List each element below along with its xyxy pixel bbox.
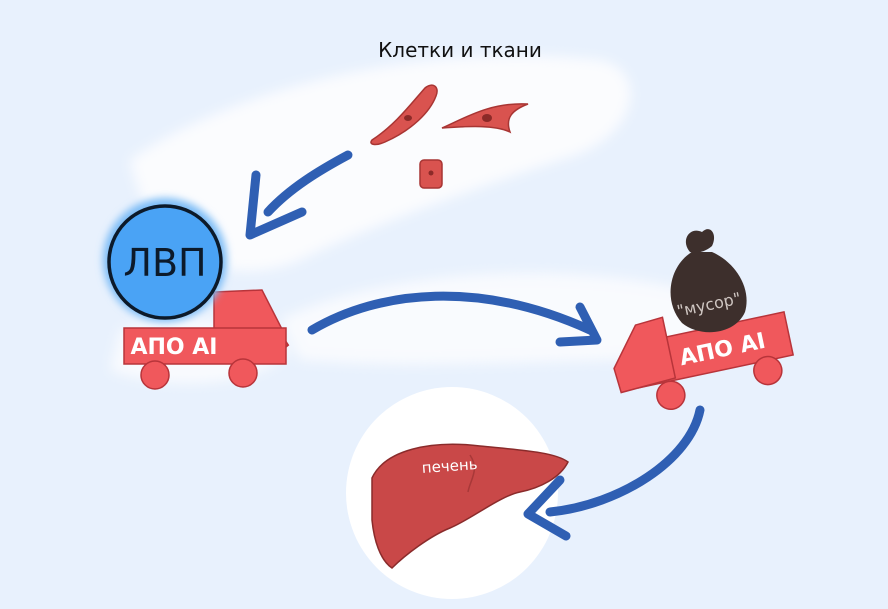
arrow-cells-to-hdl [245,150,353,240]
garbage-sack: "мусор" [670,229,747,333]
truck-left-bed [123,327,287,365]
cells-tissues-label: Клетки и ткани [378,38,542,62]
liver-icon: печень [371,443,569,569]
truck-left: АПО AI [123,289,290,390]
truck-right-wheel-front [656,380,686,411]
arrow-left-truck-to-right-truck [307,291,602,347]
truck-right: АПО AI [613,311,795,411]
cells-icon [370,84,529,189]
hdl-label: ЛВП [123,241,206,285]
liver-label: печень [421,455,478,477]
truck-left-wheel-front [228,358,258,388]
arrow-right-truck-to-liver [523,405,705,541]
truck-left-label: АПО AI [130,335,217,360]
elongated-cell [370,84,438,146]
truck-left-wheel-rear [140,360,170,390]
truck-right-wheel-rear [753,355,783,386]
truck-right-cabin [613,316,677,394]
hdl-particle: ЛВП [103,198,227,322]
